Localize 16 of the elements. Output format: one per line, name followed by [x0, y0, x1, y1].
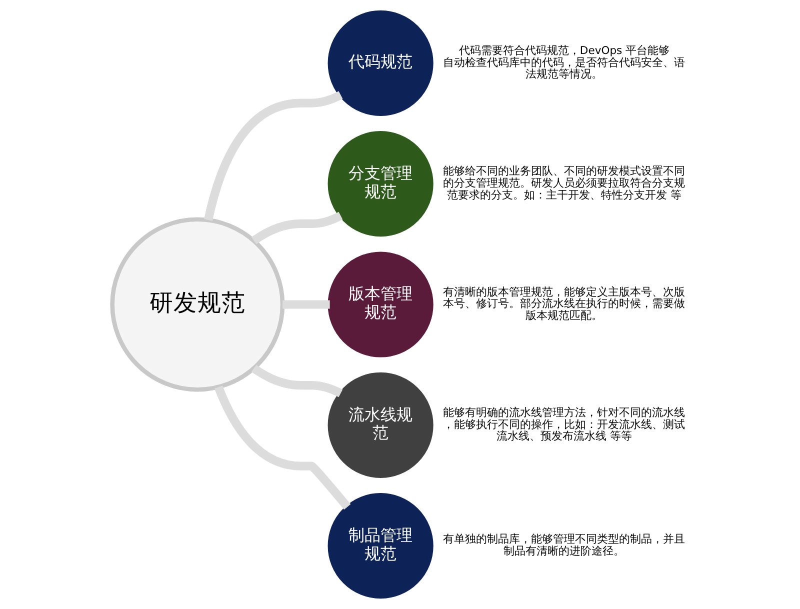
node-circle: 分支管理规范: [327, 131, 433, 237]
node-circle: 版本管理规范: [327, 252, 433, 358]
node-circle: 制品管理规范: [327, 493, 433, 599]
node-label: 有清晰的版本管理规范，能够定义主版本号、次版本号、修订号。部分流水线在执行的时候，需要做版本规范匹配。: [442, 285, 685, 322]
node-label: 有单独的制品库，能够管理不同类型的制品，并且制品有清晰的进阶途径。: [442, 532, 685, 558]
node-circle: 流水线规范: [327, 372, 433, 478]
node-label: 代码需要符合代码规范，DevOps 平台能够自动检查代码库中的代码，是否符合代码安全、语法规范等情况。: [442, 44, 685, 81]
node-circle: 代码规范: [327, 10, 433, 116]
connector: [250, 364, 342, 398]
node-circle: 研发规范: [110, 217, 284, 392]
node-label: 能够有明确的流水线管理方法，针对不同的流水线，能够执行不同的操作，比如：开发流水线、测试流水线、预发布流水线 等等: [442, 406, 685, 443]
connector: [214, 386, 350, 510]
node-label: 能够给不同的业务团队、不同的研发模式设置不同的分支管理规范。研发人员必须要拉取符合分支规范要求的分支。如：主干开发、特性分支开发 等: [442, 164, 685, 202]
connector: [250, 212, 342, 244]
connector: [282, 300, 330, 309]
connector: [204, 91, 342, 221]
